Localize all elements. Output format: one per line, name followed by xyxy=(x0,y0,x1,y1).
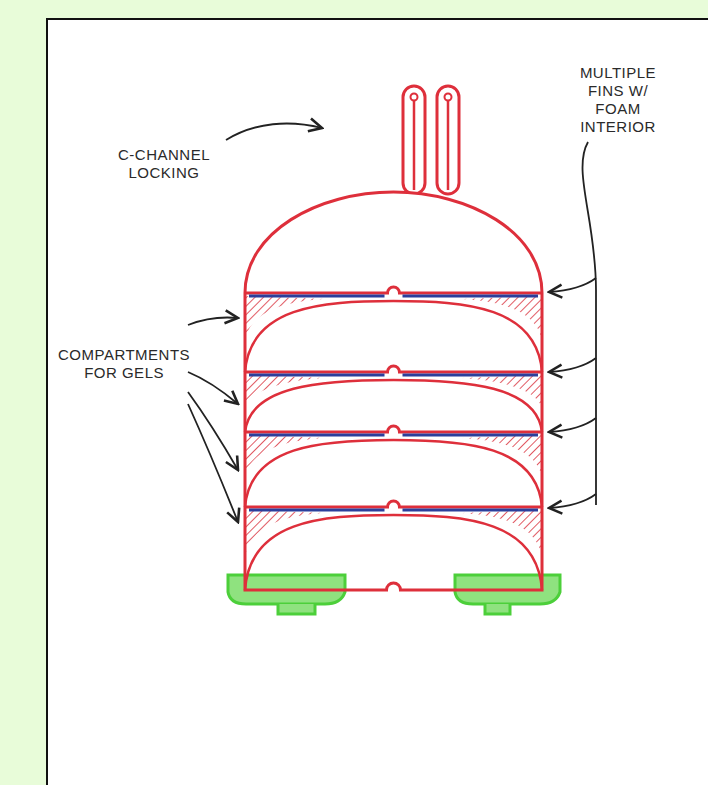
dome-shell xyxy=(245,515,542,590)
gel-compartment xyxy=(462,510,542,557)
device-body xyxy=(245,86,542,590)
gel-compartment xyxy=(245,435,325,477)
channel-hole xyxy=(411,94,418,101)
compartment-leader xyxy=(188,404,238,522)
compartment-leader xyxy=(188,372,238,404)
gel-compartment xyxy=(245,296,325,340)
gel-compartment xyxy=(245,510,325,557)
gel-compartment xyxy=(462,435,542,477)
fin xyxy=(245,366,542,372)
fin-leader xyxy=(549,494,596,508)
leader-lines xyxy=(188,124,596,522)
compartment-leader xyxy=(188,392,238,470)
c-channel-post xyxy=(437,86,459,194)
foot-pad xyxy=(278,604,315,614)
locking-leader xyxy=(226,124,322,140)
compartment-leader xyxy=(188,317,238,325)
fin-leader xyxy=(549,278,596,292)
callout-label: C-CHANNEL LOCKING xyxy=(108,146,220,182)
fin xyxy=(245,287,542,293)
body-walls xyxy=(245,293,542,590)
dome-shell xyxy=(245,440,542,507)
c-channel-post xyxy=(403,86,425,194)
fin-leader xyxy=(549,418,596,432)
fin xyxy=(245,426,542,432)
callout-label: COMPARTMENTS FOR GELS xyxy=(58,346,190,382)
feet xyxy=(228,575,560,614)
foam-interior xyxy=(249,434,538,437)
dome-shell xyxy=(245,301,542,372)
fin-leader-spine xyxy=(583,142,597,505)
foam-interior xyxy=(249,374,538,377)
channel-hole xyxy=(445,94,452,101)
fin-leader xyxy=(549,358,596,372)
channel-slot xyxy=(413,100,416,190)
foam-interior xyxy=(249,295,538,298)
fin xyxy=(245,501,542,507)
foot-pad xyxy=(485,604,510,614)
dome-shell xyxy=(245,380,542,432)
gel-compartment xyxy=(462,296,542,340)
callout-label: MULTIPLE FINS W/ FOAM INTERIOR xyxy=(574,64,662,136)
foam-interior xyxy=(249,509,538,512)
top-dome xyxy=(245,192,542,293)
channel-slot xyxy=(447,100,450,190)
